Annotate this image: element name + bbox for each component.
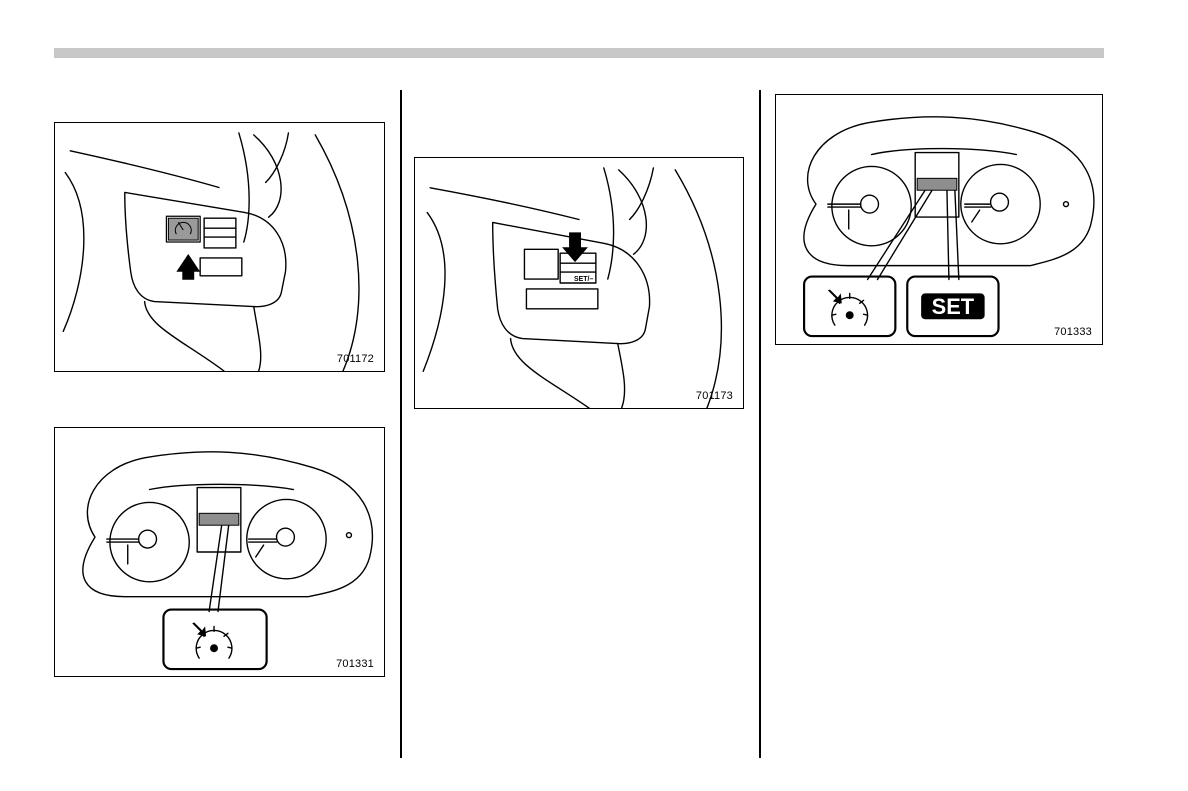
set-switch-label: SET/–: [574, 276, 593, 283]
meter-cluster-set-illustration: SET: [776, 95, 1102, 344]
figure-steering-switch-set: SET/– 701173: [414, 157, 744, 409]
steering-wheel-illustration: [55, 123, 384, 371]
figure-steering-switch-main: 701172: [54, 122, 385, 372]
figure-meter-cruise-set-indicator: SET 701333: [775, 94, 1103, 345]
figure-code: 701331: [336, 658, 374, 670]
header-rule: [54, 48, 1104, 58]
steering-wheel-set-illustration: SET/–: [415, 158, 743, 408]
set-indicator-label: SET: [932, 294, 975, 319]
column-divider-right: [759, 90, 761, 758]
figure-meter-cruise-indicator: 701331: [54, 427, 385, 677]
figure-code: 701172: [337, 353, 374, 365]
figure-code: 701173: [696, 390, 733, 402]
column-divider-left: [400, 90, 402, 758]
figure-code: 701333: [1054, 326, 1092, 338]
meter-cluster-illustration: [55, 428, 384, 676]
